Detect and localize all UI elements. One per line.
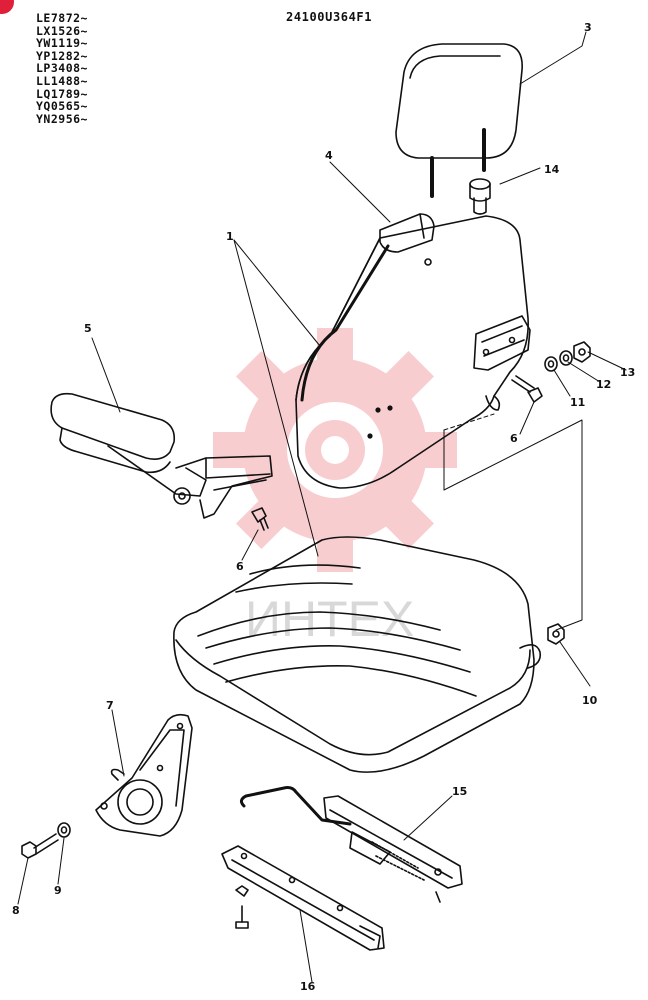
bolt-part-6-right (511, 375, 543, 403)
grommet-part-14 (469, 178, 491, 215)
callout-7: 7 (106, 699, 114, 712)
serial-number: YW1119~ (36, 36, 88, 51)
seat-cushion (173, 536, 542, 773)
serial-number: LX1526~ (36, 23, 88, 38)
serial-number: LL1488~ (36, 73, 88, 88)
washer-part-11 (544, 356, 558, 372)
callout-3: 3 (584, 21, 592, 34)
callout-13: 13 (620, 366, 635, 379)
callout-16: 16 (300, 980, 316, 993)
nut-part-10 (547, 623, 565, 645)
bolt-part-8 (21, 833, 59, 859)
serial-number: LP3408~ (36, 61, 88, 76)
headrest (395, 43, 523, 198)
callout-5: 5 (84, 322, 92, 335)
washer-part-9 (57, 822, 71, 838)
serial-number: LQ1789~ (36, 86, 88, 101)
callout-labels: 1 3 4 5 6 6 7 8 9 10 11 12 13 14 15 16 (12, 21, 635, 993)
callout-4: 4 (325, 149, 333, 162)
seat-back (295, 215, 531, 489)
leader-lines (17, 31, 627, 983)
callout-10: 10 (582, 694, 598, 707)
nut-part-13 (573, 341, 591, 363)
bottom-rail-part-16 (221, 845, 385, 951)
callout-11: 11 (570, 396, 585, 409)
bolt-small (235, 885, 249, 929)
callout-1: 1 (226, 230, 234, 243)
callout-9: 9 (54, 884, 62, 897)
armrest (50, 392, 273, 519)
watermark-logo (213, 328, 457, 572)
serial-number: YP1282~ (36, 48, 88, 63)
serial-number: LE7872~ (36, 11, 88, 25)
recline-bracket-part-7 (95, 713, 193, 837)
callout-14: 14 (544, 163, 560, 176)
recline-knob-part-4 (379, 213, 435, 253)
serial-number: YN2956~ (36, 111, 88, 126)
washer-part-12 (559, 350, 573, 366)
alignment-line (443, 419, 583, 631)
callout-15: 15 (452, 785, 467, 798)
callout-6-left: 6 (236, 560, 244, 573)
alignment-line (443, 413, 495, 431)
slide-rail-part-15 (239, 786, 463, 903)
callout-8: 8 (12, 904, 20, 917)
callout-6-right: 6 (510, 432, 518, 445)
callout-12: 12 (596, 378, 611, 391)
serial-number-list: LE7872~ LX1526~ YW1119~ YP1282~ LP3408~ … (36, 12, 88, 125)
drawing-code: 24100U364F1 (286, 10, 373, 24)
serial-number: YQ0565~ (36, 99, 88, 114)
bolt-part-6-left (251, 507, 269, 531)
